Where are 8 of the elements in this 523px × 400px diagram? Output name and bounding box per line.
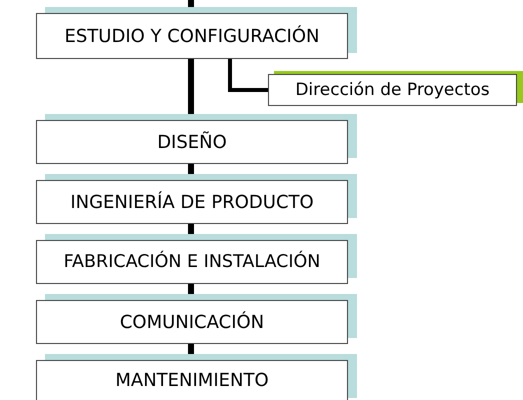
stage-label: INGENIERÍA DE PRODUCTO	[70, 192, 314, 212]
stage-label: Dirección de Proyectos	[295, 80, 490, 100]
stage-label: ESTUDIO Y CONFIGURACIÓN	[64, 26, 320, 46]
stage-label: MANTENIMIENTO	[115, 370, 269, 391]
stage-label: DISEÑO	[157, 132, 227, 152]
connector-line	[228, 59, 268, 92]
stage-label: FABRICACIÓN E INSTALACIÓN	[64, 252, 320, 272]
stage-label: COMUNICACIÓN	[120, 312, 264, 332]
